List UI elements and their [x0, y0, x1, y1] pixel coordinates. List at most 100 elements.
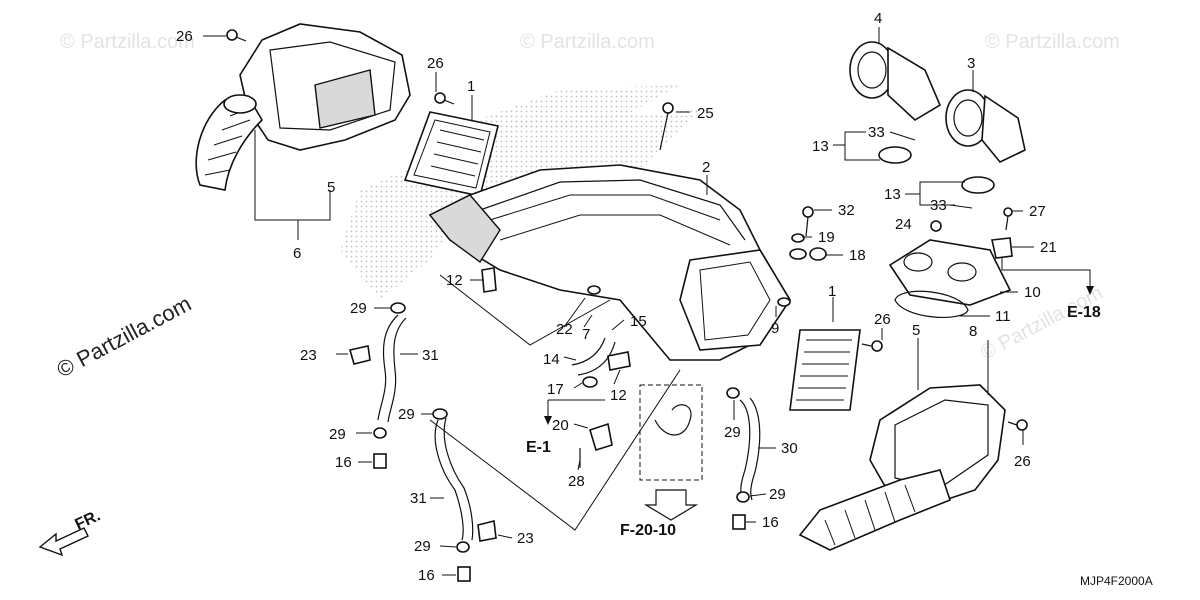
callout-number: 8	[969, 323, 977, 340]
air-duct-left	[195, 23, 411, 191]
clip	[587, 285, 601, 295]
callout-number: 29	[414, 538, 431, 555]
callout-number: 28	[568, 473, 585, 490]
callout-number: 13	[884, 186, 901, 203]
hose-clamp	[961, 176, 995, 194]
down-arrow-icon	[643, 489, 699, 521]
front-direction-arrow-icon	[38, 527, 89, 557]
callout-number: 3	[967, 55, 975, 72]
breather-hose-31a	[377, 314, 399, 421]
watermark: © Partzilla.com	[60, 31, 195, 53]
callout-number: 15	[630, 313, 647, 330]
clip	[791, 233, 805, 243]
callout-number: 33	[868, 124, 885, 141]
drain-plug	[732, 514, 746, 530]
watermark-main: © Partzilla.com	[53, 291, 196, 383]
spring	[809, 247, 827, 261]
hose-clip	[432, 408, 448, 420]
logo-pattern	[450, 85, 680, 130]
breather-hose-31a	[387, 317, 407, 423]
drain-tube-30	[739, 399, 751, 501]
bolt	[1007, 419, 1028, 431]
air-cleaner-housing	[428, 164, 791, 361]
ref-label-e18[interactable]: E-18	[1067, 304, 1101, 321]
intake-funnel-3	[945, 89, 1026, 163]
callout-number: 4	[874, 10, 882, 27]
callout-number: 33	[930, 197, 947, 214]
tube-14	[571, 337, 616, 376]
callout-number: 29	[724, 424, 741, 441]
callout-number: 22	[556, 321, 573, 338]
callout-number: 29	[350, 300, 367, 317]
callout-number: 10	[1024, 284, 1041, 301]
air-duct-right	[798, 384, 1006, 551]
clip	[481, 267, 497, 293]
hose-clip	[373, 427, 387, 439]
ref-box	[639, 384, 703, 481]
drain-plug	[373, 453, 387, 469]
callout-number: 25	[697, 105, 714, 122]
watermark: © Partzilla.com	[985, 31, 1120, 53]
callout-number: 13	[812, 138, 829, 155]
callout-number: 11	[995, 308, 1011, 325]
hose-clamp	[878, 146, 912, 164]
callout-number: 29	[329, 426, 346, 443]
callout-number: 30	[781, 440, 798, 457]
watermark: © Partzilla.com	[520, 31, 655, 53]
diagram-code: MJP4F2000A	[1080, 574, 1153, 588]
callout-number: 5	[327, 179, 335, 196]
direction-label: FR.	[73, 507, 104, 533]
callout-number: 31	[410, 490, 427, 507]
arrow-icon	[1086, 286, 1094, 295]
callouts	[203, 27, 1034, 576]
grommet	[777, 297, 791, 307]
callout-number: 1	[828, 283, 836, 300]
drain-tube-30	[749, 397, 761, 501]
callout-number: 26	[427, 55, 444, 72]
ref-label-e1[interactable]: E-1	[526, 439, 551, 456]
callout-number: 1	[467, 78, 475, 95]
callout-number: 7	[582, 326, 590, 343]
clip	[991, 237, 1013, 259]
callout-number: 23	[300, 347, 317, 364]
callout-number: 32	[838, 202, 855, 219]
bolt	[226, 29, 247, 42]
hose-clip	[390, 302, 406, 314]
intake-funnel-4	[849, 41, 942, 121]
bolt	[1003, 207, 1013, 231]
drain-plug	[457, 566, 471, 582]
callout-number: 17	[547, 381, 564, 398]
callout-number: 14	[543, 351, 560, 368]
clamp-small	[348, 345, 371, 365]
callout-number: 23	[517, 530, 534, 547]
arrow-icon	[544, 416, 552, 425]
bolt	[434, 92, 455, 105]
callout-number: 20	[552, 417, 569, 434]
callout-number: 18	[849, 247, 866, 264]
filter-element-right	[789, 329, 861, 411]
callout-number: 5	[912, 322, 920, 339]
clip	[582, 376, 598, 388]
valve	[579, 422, 613, 468]
filter-element-top	[403, 111, 499, 197]
callout-number: 21	[1040, 239, 1057, 256]
callout-number: 31	[422, 347, 439, 364]
callout-number: 26	[176, 28, 193, 45]
callout-number: 16	[762, 514, 779, 531]
callout-number: 16	[418, 567, 435, 584]
callout-number: 27	[1029, 203, 1046, 220]
callout-number: 29	[398, 406, 415, 423]
callout-number: 6	[293, 245, 301, 262]
seal-ring	[894, 290, 969, 319]
bolt	[930, 220, 942, 232]
callout-number: 12	[446, 272, 463, 289]
breather-hose-31b	[443, 417, 474, 541]
ref-label-f2010[interactable]: F-20-10	[620, 522, 676, 539]
callout-number: 19	[818, 229, 835, 246]
logo-pattern	[340, 110, 700, 300]
hose-clip	[736, 491, 750, 503]
clamp-small	[477, 520, 497, 542]
callout-number: 9	[771, 320, 779, 337]
callout-number: 26	[1014, 453, 1031, 470]
